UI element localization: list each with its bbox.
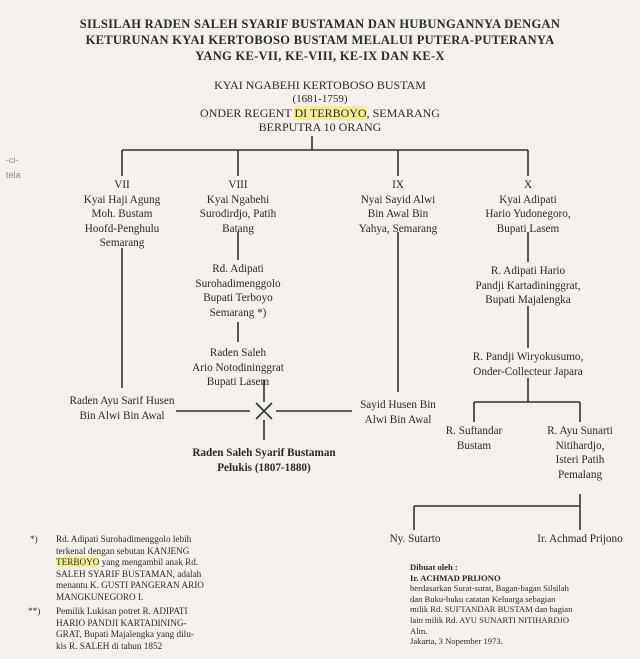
footnote-2-line-1: Pemilik Lukisan potret R. ADIPATI xyxy=(56,606,188,616)
spouse-line-2: Bin Alwi Bin Awal xyxy=(79,409,165,422)
branch-viii-numeral: VIII xyxy=(228,179,248,191)
footnote-1-line-6: MANGKUNEGORO I. xyxy=(56,591,144,602)
child-b-line-1: R. Ayu Sunarti xyxy=(547,425,613,437)
document-title-line-1: SILSILAH RADEN SALEH SYARIF BUSTAMAN DAN… xyxy=(79,17,561,31)
branch-viii-line-1: Kyai Ngabehi xyxy=(206,193,270,206)
ancestor-children-count: BERPUTRA 10 ORANG xyxy=(258,120,382,134)
branch-viii-gen2: Rd. Adipati Surohadimenggolo Bupati Terb… xyxy=(168,262,308,320)
author-line-4: lain milik Rd. AYU SUNARTI NITIHARDJO xyxy=(410,614,570,625)
branch-vii-numeral: VII xyxy=(114,179,130,191)
branch-x-gen3-line-1: R. Pandji Wiryokusumo, xyxy=(472,351,584,363)
footnote-2-line-4: kis R. SALEH di tahun 1852 xyxy=(56,640,163,651)
subject-role: Pelukis (1807-1880) xyxy=(217,461,311,474)
branch-x-person: X Kyai Adipati Hario Yudonegoro, Bupati … xyxy=(448,178,608,236)
branch-x-gen2-line-2: Pandji Kartadininggrat, xyxy=(475,279,581,292)
child-a-line-1: R. Suftandar xyxy=(445,425,503,437)
branch-x-child-a: R. Suftandar Bustam xyxy=(420,424,528,453)
ancestor-role-suffix: , SEMARANG xyxy=(366,106,440,120)
margin-note-1: -ci- xyxy=(6,155,19,165)
ancestor-role: ONDER REGENT DI TERBOYO, SEMARANG xyxy=(0,106,640,120)
branch-ix-line-2: Bin Awal Bin xyxy=(367,208,429,220)
branch-viii-gen3: Raden Saleh Ario Notodininggrat Bupati L… xyxy=(168,346,308,390)
grandchild-b: Ir. Achmad Prijono xyxy=(537,533,623,545)
footnote-1-line-4: SALEH SYARIF BUSTAMAN, adalah xyxy=(56,568,202,579)
footnote-1-line-5: menantu K. GUSTI PANGERAN ARIO xyxy=(56,580,204,591)
child-b-line-2: Nitihardjo, xyxy=(555,439,605,452)
author-name: Ir. ACHMAD PRIJONO xyxy=(410,572,501,583)
branch-vii-person: VII Kyai Haji Agung Moh. Bustam Hoofd-Pe… xyxy=(52,178,192,251)
footnote-1-line-3: TERBOYO yang mengambil anak Rd. xyxy=(56,557,204,569)
branch-x-line-2: Hario Yudonegoro, xyxy=(485,208,571,220)
subject-name: Raden Saleh Syarif Bustaman xyxy=(192,447,336,459)
branch-x-numeral: X xyxy=(523,179,533,191)
footnote-1-line-3-text: yang mengambil anak Rd. xyxy=(101,557,199,568)
footnote-1-line-1: Rd. Adipati Surohadimenggolo lebih xyxy=(56,534,192,544)
ancestor-years: (1681-1759) xyxy=(292,93,348,105)
footnote-1: Rd. Adipati Surohadimenggolo lebih terke… xyxy=(56,534,204,604)
branch-ix-gen2-line-1: Sayid Husen Bin xyxy=(360,399,436,411)
branch-ix-gen2: Sayid Husen Bin Alwi Bin Awal xyxy=(328,398,468,427)
branch-x-gen2-line-3: Bupati Majalengka xyxy=(485,294,571,306)
footnote-2: Pemilik Lukisan potret R. ADIPATI HARIO … xyxy=(56,606,194,652)
branch-vii-line-4: Semarang xyxy=(99,237,145,249)
ancestor-name: KYAI NGABEHI KERTOBOSO BUSTAM xyxy=(214,78,426,92)
document-title-line-3: YANG KE-VII, KE-VIII, KE-IX DAN KE-X xyxy=(195,49,445,63)
branch-viii-line-3: Batang xyxy=(222,222,254,235)
branch-x-gen3: R. Pandji Wiryokusumo, Onder-Collecteur … xyxy=(448,350,608,379)
branch-viii-gen3-line-1: Raden Saleh xyxy=(209,347,267,359)
footnote-1-line-2: terkenal dengan sebutan KANJENG xyxy=(56,545,190,556)
branch-vii-line-3: Hoofd-Penghulu xyxy=(84,222,160,235)
author-date: Jakarta, 3 Nopember 1973. xyxy=(410,636,503,647)
spouse-line-1: Raden Ayu Sarif Husen xyxy=(69,395,175,407)
child-a-line-2: Bustam xyxy=(456,439,492,452)
branch-ix-person: IX Nyai Sayid Alwi Bin Awal Bin Yahya, S… xyxy=(328,178,468,236)
branch-x-gen2: R. Adipati Hario Pandji Kartadininggrat,… xyxy=(448,264,608,308)
author-line-1: berdasarkan Surat-surat, Bagan-bagan Sil… xyxy=(410,583,569,594)
subject-person: Raden Saleh Syarif Bustaman Pelukis (180… xyxy=(164,446,364,475)
branch-viii-person: VIII Kyai Ngabehi Surodirdjo, Patih Bata… xyxy=(168,178,308,236)
author-line-3: milik Rd. SUFTANDAR BUSTAM dan bagian xyxy=(410,604,573,615)
ancestor-role-prefix: ONDER REGENT xyxy=(200,106,295,120)
branch-ix-gen2-line-2: Alwi Bin Awal xyxy=(364,413,432,426)
footnote-1-marker: *) xyxy=(30,534,38,544)
child-b-line-4: Pemalang xyxy=(557,468,603,481)
branch-vii-line-2: Moh. Bustam xyxy=(91,208,153,220)
grandchild-a: Ny. Sutarto xyxy=(389,533,441,545)
author-line-5: Alm. xyxy=(410,625,428,636)
branch-x-gen2-line-1: R. Adipati Hario xyxy=(490,265,566,277)
child-b-line-3: Isteri Patih xyxy=(555,454,605,466)
branch-vii-spouse: Raden Ayu Sarif Husen Bin Alwi Bin Awal xyxy=(42,394,202,423)
branch-ix-line-1: Nyai Sayid Alwi xyxy=(360,193,436,206)
footnote-2-line-2: HARIO PANDJI KARTADINING- xyxy=(56,617,187,628)
margin-note-2: tela xyxy=(6,170,21,180)
footnote-2-line-3: GRAT, Bupati Majalengka yang dilu- xyxy=(56,629,194,640)
branch-ix-line-3: Yahya, Semarang xyxy=(358,222,438,235)
branch-x-line-1: Kyai Adipati xyxy=(499,193,557,206)
branch-ix-numeral: IX xyxy=(392,179,404,191)
branch-x-child-b: R. Ayu Sunarti Nitihardjo, Isteri Patih … xyxy=(520,424,640,482)
branch-x-gen3-line-2: Onder-Collecteur Japara xyxy=(473,365,583,378)
author-label: Dibuat oleh : xyxy=(410,562,458,572)
footnote-1-highlight: TERBOYO xyxy=(56,557,100,568)
document-title-line-2: KETURUNAN KYAI KERTOBOSO BUSTAM MELALUI … xyxy=(85,33,555,47)
branch-viii-gen3-line-3: Bupati Lasem xyxy=(206,376,270,388)
branch-viii-gen2-line-2: Surohadimenggolo xyxy=(195,277,281,290)
branch-viii-gen2-line-4: Semarang *) xyxy=(209,306,267,319)
author-block: Dibuat oleh : Ir. ACHMAD PRIJONO berdasa… xyxy=(410,562,572,647)
author-line-2: dan Buku-buku catatan Keluarga sebagian xyxy=(410,593,556,604)
branch-viii-gen3-line-2: Ario Notodininggrat xyxy=(192,361,284,374)
ancestor-role-highlight: DI TERBOYO xyxy=(294,106,367,120)
branch-vii-line-1: Kyai Haji Agung xyxy=(83,193,161,206)
branch-viii-line-2: Surodirdjo, Patih xyxy=(199,208,277,220)
branch-viii-gen2-line-1: Rd. Adipati xyxy=(212,263,264,275)
footnote-2-marker: **) xyxy=(28,606,41,616)
branch-viii-gen2-line-3: Bupati Terboyo xyxy=(203,292,273,304)
branch-x-line-3: Bupati Lasem xyxy=(496,222,560,235)
